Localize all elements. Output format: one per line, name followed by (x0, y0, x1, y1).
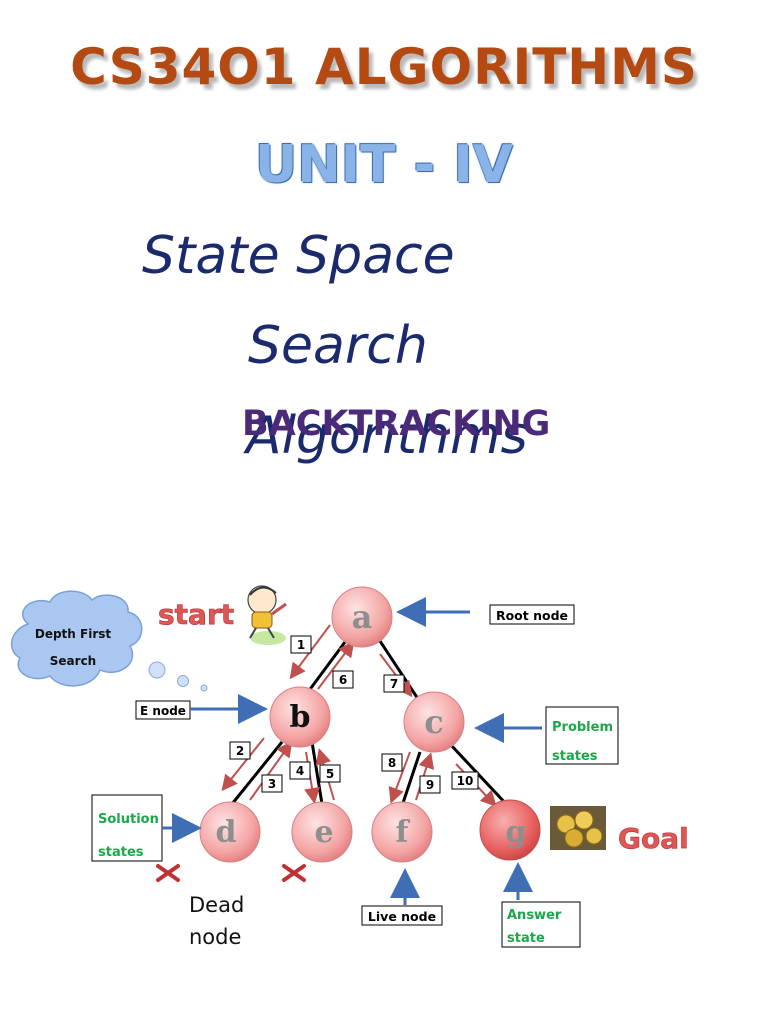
problem-states-label-1: Problem (552, 720, 613, 735)
cloud-label-1: Depth First (35, 627, 112, 641)
dead-node-label-1: Dead (189, 893, 244, 917)
svg-text:c: c (424, 703, 443, 741)
gold-coins-icon (550, 806, 606, 850)
node-a: a (331, 586, 393, 648)
root-node-label: Root node (496, 608, 568, 623)
topic-line-2: Search (248, 316, 428, 376)
svg-text:e: e (314, 815, 333, 850)
step-number: 8 (388, 756, 396, 770)
live-node-label: Live node (368, 909, 436, 924)
svg-text:f: f (396, 815, 411, 850)
step-number: 4 (296, 764, 304, 778)
step-number: 5 (326, 767, 334, 781)
svg-text:d: d (216, 815, 237, 850)
node-d: d (199, 801, 261, 863)
svg-text:b: b (290, 700, 311, 735)
tree-edges (230, 637, 510, 808)
solution-states-label-2: states (98, 845, 144, 860)
step-number-boxes: 1 2 3 4 5 6 7 8 9 10 (229, 635, 479, 794)
cloud-label-2: Search (50, 654, 96, 668)
backtracking-overlay-title: BACKTRACKING (242, 404, 551, 444)
thought-cloud: Depth First Search (10, 590, 208, 692)
problem-states-label-2: states (552, 749, 598, 764)
node-b: b (269, 686, 331, 748)
step-number: 6 (339, 673, 347, 687)
dead-node-cross-icon (282, 864, 306, 882)
node-f: f (371, 801, 433, 863)
answer-state-label-1: Answer (507, 908, 562, 923)
dead-node-cross-icon (156, 864, 180, 882)
svg-text:a: a (352, 598, 373, 636)
step-number: 10 (457, 774, 474, 788)
step-number: 3 (268, 777, 276, 791)
solution-states-label-1: Solution (98, 812, 159, 827)
start-label: start (158, 598, 234, 631)
answer-state-label-2: state (507, 931, 545, 946)
unit-title: UNIT - IV (255, 135, 513, 195)
topic-line-3: Algorithms (246, 406, 528, 466)
course-title: CS34O1 ALGORITHMS (70, 38, 698, 96)
node-e: e (291, 801, 353, 863)
step-number: 2 (236, 744, 244, 758)
svg-text:g: g (506, 815, 527, 850)
step-number: 7 (390, 677, 398, 691)
topic-line-1: State Space (142, 226, 455, 286)
step-number: 9 (426, 778, 434, 792)
node-c: c (403, 691, 465, 753)
goal-label: Goal (618, 822, 689, 855)
step-number: 1 (297, 638, 305, 652)
e-node-label: E node (140, 704, 186, 718)
node-g: g (479, 799, 541, 861)
dead-node-label-2: node (189, 925, 241, 949)
cartoon-character-icon (247, 585, 287, 645)
